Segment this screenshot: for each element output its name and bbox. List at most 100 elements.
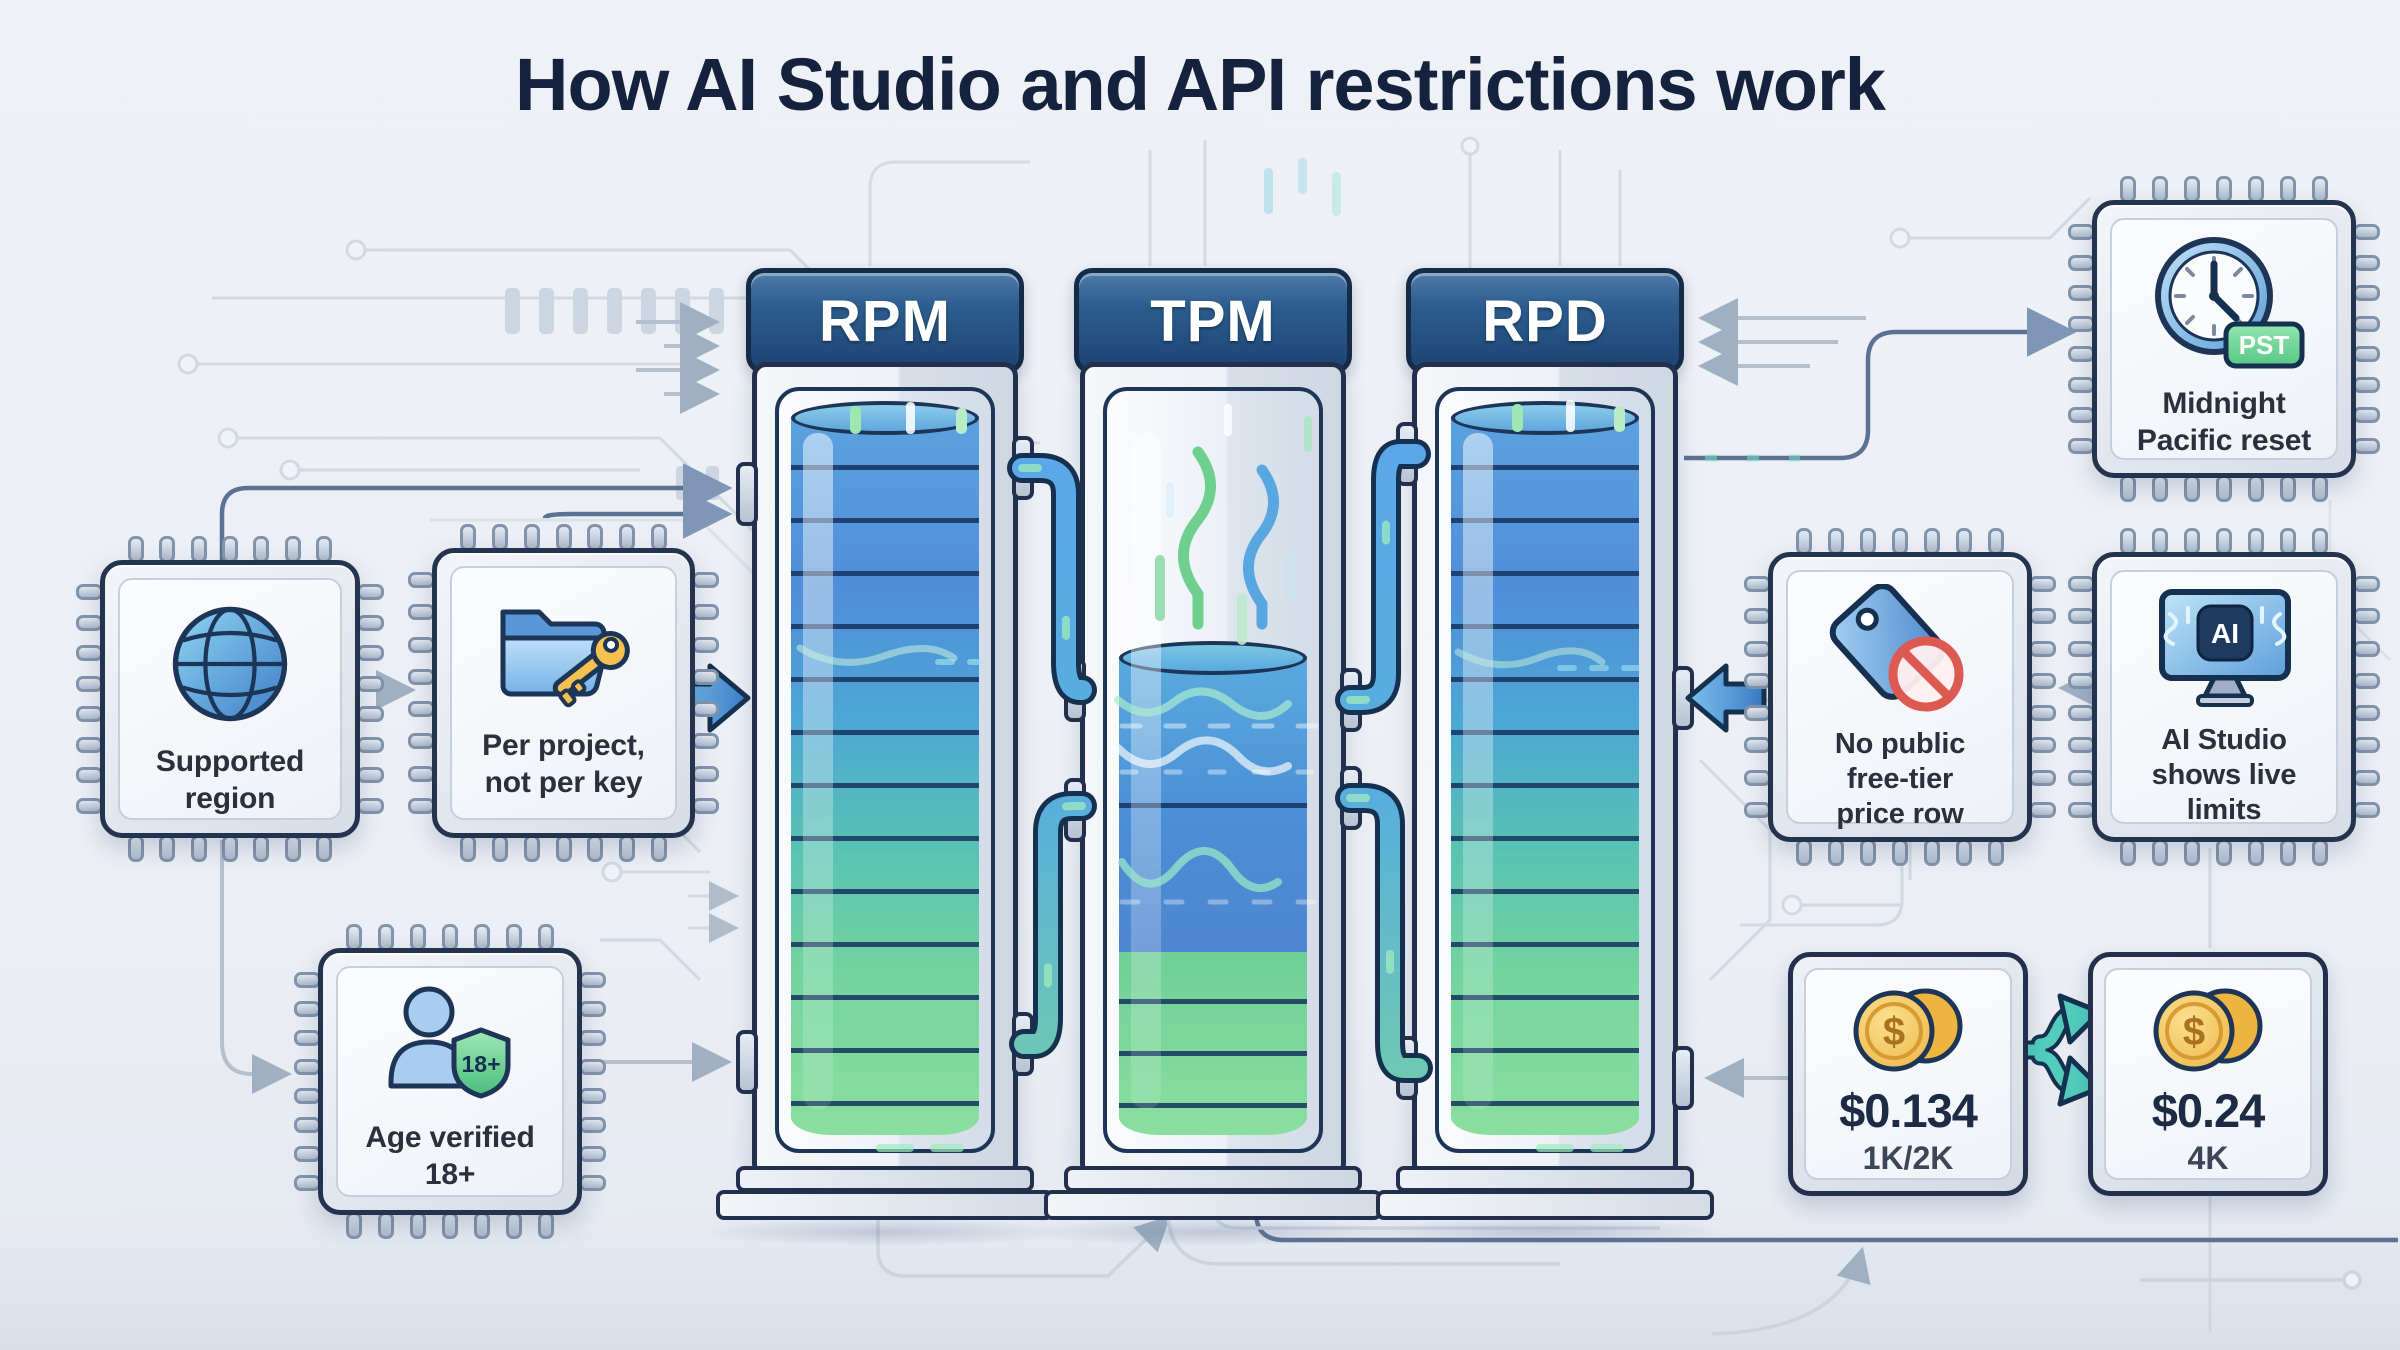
chip-pin bbox=[587, 835, 604, 862]
monitor-ai-icon: AI bbox=[2136, 586, 2312, 717]
chip-pin bbox=[76, 675, 103, 692]
chip-pin bbox=[2029, 672, 2056, 689]
chip-pin bbox=[1892, 839, 1908, 866]
chip-pin bbox=[579, 1117, 606, 1133]
chip-pin bbox=[2068, 672, 2095, 689]
price-tag-blocked-icon bbox=[1824, 583, 1976, 721]
chip-pin bbox=[76, 645, 103, 662]
chip-pin bbox=[2029, 608, 2056, 625]
tower-tpm-port bbox=[1064, 778, 1086, 842]
chip-pin bbox=[76, 736, 103, 753]
chip-pin bbox=[2152, 176, 2168, 203]
price-unit: 1K/2K bbox=[1862, 1140, 1954, 1176]
chip-pin bbox=[76, 614, 103, 631]
chip-pin bbox=[1796, 528, 1812, 555]
tower-tpm-frame bbox=[1080, 362, 1346, 1178]
chip-pin bbox=[408, 798, 435, 814]
chip-pin bbox=[538, 924, 554, 951]
shield-badge-text: 18+ bbox=[461, 1051, 500, 1077]
chip-pin bbox=[692, 798, 719, 814]
svg-text:$: $ bbox=[1883, 1010, 1905, 1054]
globe-icon bbox=[168, 602, 292, 731]
chip-pin bbox=[357, 706, 384, 723]
tower-rpm-glass bbox=[775, 387, 995, 1153]
tower-shadow bbox=[1030, 1218, 1396, 1246]
chip-pin bbox=[408, 636, 435, 653]
chip-pin bbox=[692, 701, 719, 718]
pst-badge-text: PST bbox=[2239, 330, 2290, 360]
chip-pin bbox=[506, 1212, 522, 1239]
chip-pin bbox=[2068, 285, 2095, 302]
chip-label: Age verified 18+ bbox=[365, 1121, 535, 1191]
chip-pin bbox=[2120, 475, 2136, 502]
chip-pin bbox=[1988, 839, 2004, 866]
chip-pin bbox=[2068, 608, 2095, 625]
tower-tpm-badge: TPM bbox=[1074, 268, 1352, 374]
chip-pin bbox=[316, 536, 332, 563]
chip-pin bbox=[619, 524, 636, 551]
chip-pin bbox=[2184, 528, 2200, 555]
tower-rpm-port bbox=[1012, 436, 1034, 500]
tower-tpm-port bbox=[1340, 668, 1362, 732]
chip-pin bbox=[2068, 705, 2095, 722]
chip-pin bbox=[474, 1212, 490, 1239]
clock-icon: PST bbox=[2138, 232, 2310, 381]
chip-pin bbox=[408, 765, 435, 782]
person-shield-icon: 18+ bbox=[375, 984, 525, 1107]
chip-pin bbox=[2353, 737, 2380, 754]
chip-pin bbox=[1956, 839, 1972, 866]
chip-pin bbox=[190, 536, 207, 563]
chip-pin bbox=[2353, 769, 2380, 786]
chip-pin bbox=[692, 668, 719, 685]
chip-pin bbox=[284, 536, 301, 563]
chip-pin bbox=[1860, 528, 1876, 555]
chip-pin bbox=[2068, 802, 2095, 818]
tower-tpm-cylinder bbox=[1119, 417, 1307, 1135]
tower-rpm-port bbox=[1012, 1012, 1034, 1076]
chip-pin bbox=[294, 1175, 321, 1191]
chip-pin bbox=[460, 524, 476, 551]
chip-pin bbox=[2353, 376, 2380, 393]
chip-pin bbox=[408, 572, 435, 588]
chip-pin bbox=[538, 1212, 554, 1239]
chip-pin bbox=[2353, 346, 2380, 363]
tower-tpm-base bbox=[1064, 1166, 1362, 1192]
chip-pin bbox=[2068, 769, 2095, 786]
chip-pin bbox=[1956, 528, 1972, 555]
tower-tpm-port bbox=[1340, 766, 1362, 830]
chip-pin bbox=[357, 584, 384, 600]
chip-pin bbox=[378, 924, 394, 951]
chip-pin bbox=[294, 1030, 321, 1046]
chip-pin bbox=[2280, 839, 2296, 866]
chip-pin bbox=[159, 536, 176, 563]
price-unit: 4K bbox=[2187, 1140, 2229, 1176]
ai-screen-text: AI bbox=[2211, 618, 2239, 649]
chip-pin bbox=[357, 614, 384, 631]
chip-pin bbox=[2068, 640, 2095, 657]
chip-pin bbox=[1892, 528, 1908, 555]
chip-pin bbox=[1924, 528, 1940, 555]
tower-tpm-glass bbox=[1103, 387, 1323, 1153]
chip-pin bbox=[1744, 576, 1771, 592]
chip-pin bbox=[2248, 176, 2264, 203]
tower-rpm-label: RPM bbox=[819, 288, 951, 354]
tower-rpd-label: RPD bbox=[1482, 288, 1608, 354]
chip-pin bbox=[2068, 438, 2095, 454]
chip-pin bbox=[587, 524, 604, 551]
chip-pin bbox=[294, 1001, 321, 1017]
chip-pin bbox=[2353, 315, 2380, 332]
chip-pin bbox=[2280, 528, 2296, 555]
chip-pin bbox=[2184, 475, 2200, 502]
tower-rpm-port bbox=[736, 462, 758, 526]
chip-pin bbox=[222, 835, 238, 862]
chip-pin bbox=[1988, 528, 2004, 555]
chip-pin bbox=[579, 1059, 606, 1075]
chip-pin bbox=[579, 1175, 606, 1191]
chip-pin bbox=[2152, 475, 2168, 502]
chip-label: Per project, not per key bbox=[482, 729, 645, 799]
chip-pin bbox=[408, 604, 435, 621]
chip-pin bbox=[76, 706, 103, 723]
tower-rpd-frame bbox=[1412, 362, 1678, 1178]
